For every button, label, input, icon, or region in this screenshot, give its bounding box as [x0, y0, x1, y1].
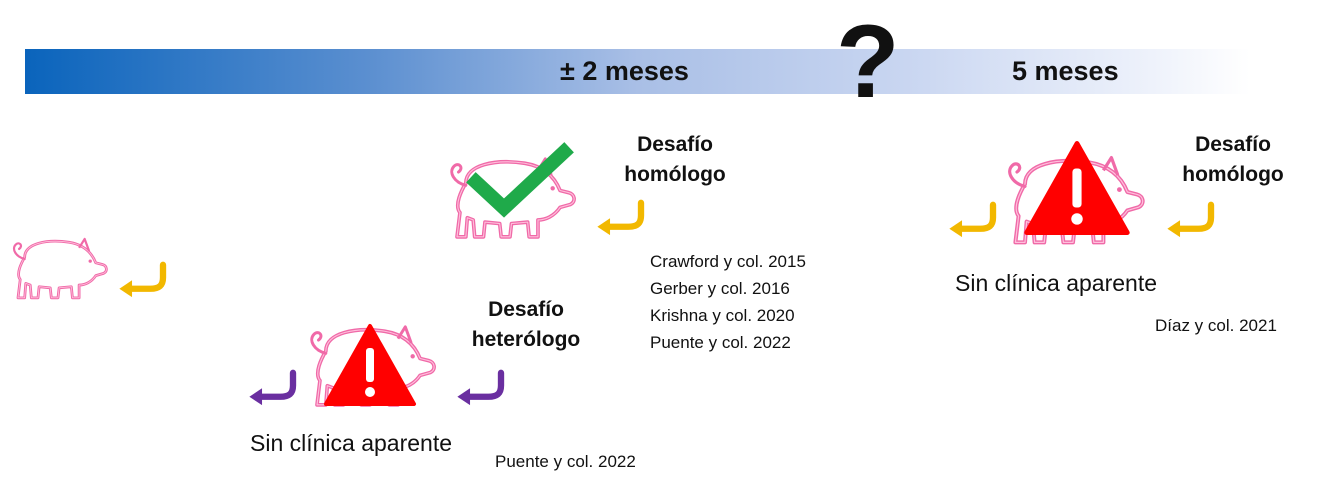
arrow-heterologous-out-icon [240, 370, 308, 408]
label-2-months: ± 2 meses [560, 56, 689, 86]
reference-heterologous: Puente y col. 2022 [495, 452, 636, 471]
arrow-5-months-out-icon [940, 202, 1008, 240]
arrow-2-months-icon [588, 200, 656, 238]
challenge-line1: Desafío [488, 298, 564, 321]
references-2-months: Crawford y col. 2015 Gerber y col. 2016 … [650, 248, 806, 356]
challenge-line2: homólogo [624, 163, 726, 186]
challenge-line2: heterólogo [471, 328, 581, 351]
check-icon [466, 142, 574, 218]
reference-5-months: Díaz y col. 2021 [1155, 316, 1277, 335]
arrow-5-months-in-icon [1158, 202, 1226, 240]
timeline-bar [25, 49, 1250, 94]
question-mark: ? [836, 4, 900, 120]
reference-item: Gerber y col. 2016 [650, 279, 790, 298]
warning-5-months-icon [1024, 141, 1130, 235]
challenge-line1: Desafío [637, 133, 713, 156]
arrow-start-icon [110, 262, 178, 300]
pig-start-icon [12, 237, 108, 300]
arrow-heterologous-in-icon [448, 370, 516, 408]
reference-item: Puente y col. 2022 [650, 333, 791, 352]
label-5-months: 5 meses [1012, 56, 1119, 86]
outcome-5-months: Sin clínica aparente [955, 270, 1158, 296]
reference-item: Crawford y col. 2015 [650, 252, 806, 271]
challenge-line2: homólogo [1182, 163, 1284, 186]
challenge-homologous-5m: Desafío homólogo [1168, 130, 1298, 190]
challenge-homologous-2m: Desafío homólogo [610, 130, 740, 190]
reference-item: Krishna y col. 2020 [650, 306, 795, 325]
challenge-line1: Desafío [1195, 133, 1271, 156]
challenge-heterologous: Desafío heterólogo [456, 295, 596, 355]
outcome-heterologous: Sin clínica aparente [250, 430, 453, 456]
warning-heterologous-icon [324, 324, 416, 406]
